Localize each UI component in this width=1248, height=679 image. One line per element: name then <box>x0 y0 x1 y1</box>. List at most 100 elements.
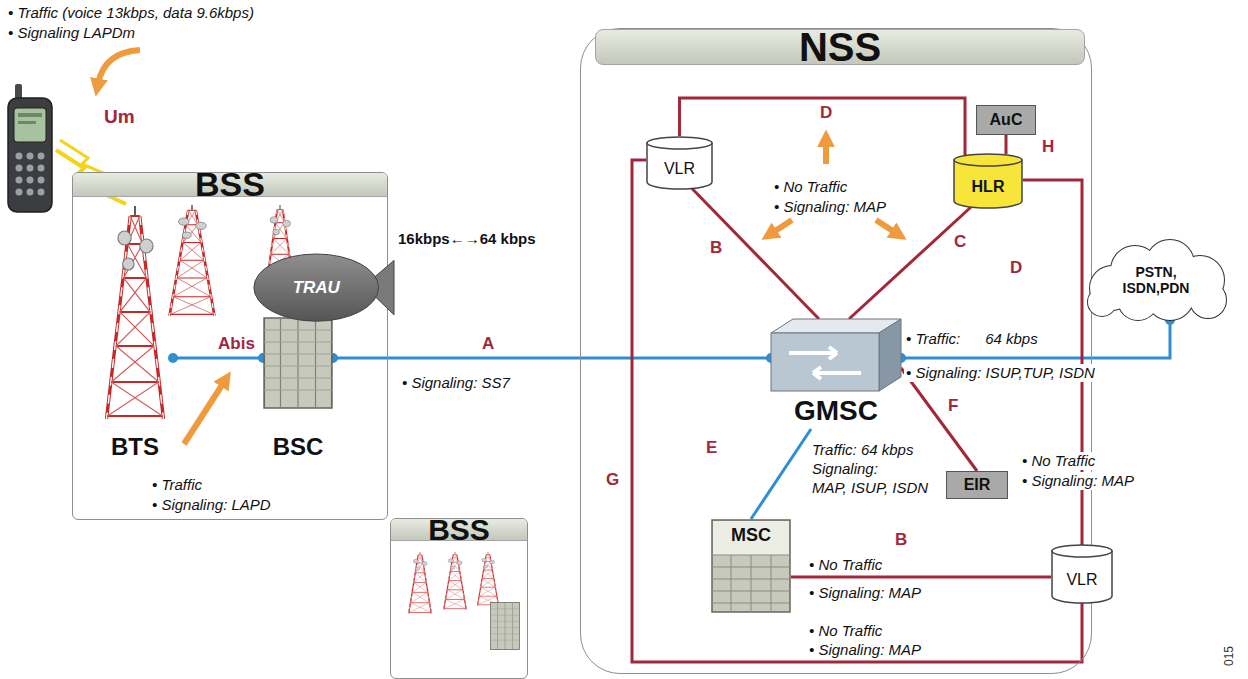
illustration-part <box>16 153 23 160</box>
illustration-part <box>16 177 23 184</box>
illustration-part <box>14 108 46 142</box>
trau-unit: TRAU <box>251 246 396 326</box>
vlr-database-part <box>1052 551 1112 603</box>
illustration-part <box>38 165 45 172</box>
signal-note: • Signaling: LAPD <box>150 496 273 514</box>
auc-box: AuC <box>976 105 1036 135</box>
bts-tower <box>478 552 499 605</box>
nss-group: NSSVLRAuCHLRGMSCEIRMSCVLR <box>580 28 1092 674</box>
interface-name: Abis <box>216 334 257 354</box>
group-heading: BSS <box>73 165 387 204</box>
illustration-part <box>38 177 45 184</box>
signal-note: • No Traffic <box>807 622 884 640</box>
pstn-cloud-part <box>1190 282 1226 318</box>
node-label: HLR <box>972 178 1005 196</box>
vlr-database: VLR <box>646 136 713 189</box>
bsc-cabinet-part <box>264 318 332 408</box>
interface-line <box>849 207 971 319</box>
pstn-cloud-part <box>1190 282 1226 318</box>
signal-note: • No Traffic <box>1020 452 1097 470</box>
pstn-cloud-part <box>1088 288 1116 316</box>
vlr-database-part <box>647 137 712 149</box>
pointer-arrow <box>184 382 224 444</box>
illustration-part <box>27 189 34 196</box>
bss-group: BSS <box>390 518 528 679</box>
interface-line <box>1023 180 1082 546</box>
interface-name: B <box>708 238 724 258</box>
gmsc-switch: GMSC <box>771 319 901 429</box>
interface-name: D <box>1008 258 1024 278</box>
node-label: VLR <box>1066 571 1097 589</box>
interface-line <box>791 576 1051 579</box>
pointer-arrow <box>98 50 140 84</box>
mobile-phone <box>8 84 52 212</box>
interface-name: B <box>893 530 909 550</box>
pstn-cloud-part <box>1088 288 1116 316</box>
pointer-arrow <box>772 220 792 233</box>
signal-note: • Signaling: MAP <box>807 584 923 602</box>
radio-bolt <box>60 140 110 176</box>
signal-note: • Signaling: SS7 <box>400 374 512 392</box>
illustration-part <box>38 153 45 160</box>
interface-name: C <box>952 232 968 252</box>
interface-line <box>751 429 811 519</box>
bsc-cabinet: BSC <box>263 317 333 463</box>
pointer-arrow <box>876 220 896 233</box>
hlr-database-part <box>954 154 1022 166</box>
signal-note: Signaling: <box>810 460 880 478</box>
interface-line <box>680 98 966 155</box>
illustration-part <box>16 165 23 172</box>
interface-name: Um <box>102 106 137 128</box>
node-label: MSC <box>731 525 771 546</box>
pointer-arrow <box>823 142 829 164</box>
msc-cabinet-part <box>713 521 789 555</box>
hlr-database: HLR <box>953 153 1023 208</box>
interface-line <box>173 357 263 360</box>
node-label: AuC <box>990 111 1023 129</box>
bsc-cabinet <box>491 603 520 650</box>
signal-note: • Signaling: ISUP,TUP, ISDN <box>904 364 1097 382</box>
signal-note: • Signaling: MAP <box>807 641 923 659</box>
bts-tower <box>409 552 432 613</box>
trau-unit-part <box>254 254 379 321</box>
signal-note: • Signaling LAPDm <box>6 24 137 42</box>
illustration-part <box>38 189 45 196</box>
signal-note: • Traffic: 64 kbps <box>904 330 1040 348</box>
node-label: GMSC <box>771 395 901 427</box>
msc-cabinet-part <box>712 520 790 612</box>
vlr-database-part <box>1052 545 1112 557</box>
interface-name: G <box>604 470 621 490</box>
group-heading: BSS <box>391 512 527 547</box>
illustration-part <box>18 121 36 124</box>
interface-name: F <box>946 396 960 416</box>
interface-name: D <box>818 103 834 123</box>
signal-note: • No Traffic <box>772 178 849 196</box>
pstn-cloud-part <box>1088 240 1226 320</box>
signal-note: • Signaling: MAP <box>772 198 888 216</box>
illustration-part <box>18 113 42 117</box>
pstn-cloud: PSTN, ISDN,PDN <box>1080 238 1232 322</box>
gmsc-switch-part <box>789 347 837 359</box>
node-label: EIR <box>964 476 991 494</box>
interface-name: A <box>480 334 496 354</box>
bts-tower: BTS <box>97 206 173 463</box>
illustration-part <box>27 165 34 172</box>
interface-name: H <box>1040 137 1056 157</box>
msc-cabinet: MSC <box>711 519 791 613</box>
signal-note: • No Traffic <box>807 556 884 574</box>
interface-line <box>333 357 771 360</box>
hlr-database-part <box>954 160 1022 208</box>
signal-note: • Traffic <box>150 476 204 494</box>
gmsc-switch-part <box>813 367 861 379</box>
illustration-part <box>27 153 34 160</box>
rate-note: 16kbps←→64 kbps <box>396 230 538 248</box>
group-heading: NSS <box>595 24 1085 70</box>
illustration-part <box>8 98 52 212</box>
eir-box: EIR <box>946 471 1008 499</box>
node-label: BTS <box>97 433 173 461</box>
illustration-part <box>16 189 23 196</box>
vlr-database-part <box>647 143 712 189</box>
interface-line <box>901 320 1170 358</box>
bts-tower-shape <box>97 206 173 463</box>
